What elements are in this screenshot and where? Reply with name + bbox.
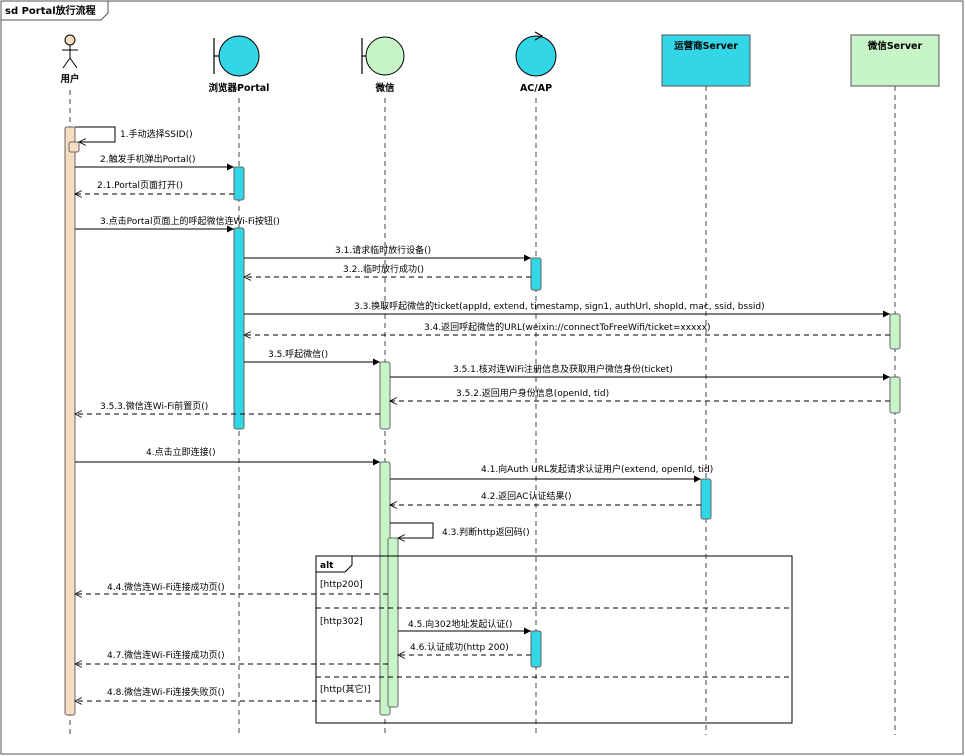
activation-user-self [68,141,80,153]
alt-frame [315,555,793,724]
participant-label: 浏览器Portal [209,82,270,94]
message-sync: 3.5.呼起微信() [244,348,380,366]
participant-label: 用户 [59,73,79,85]
message-label: 2.触发手机弹出Portal() [100,153,195,165]
participant-label: 微信 [374,82,395,94]
boundary-icon [361,36,405,76]
message-label: 3.5.1.核对连WiFi注册信息及获取用户微信身份(ticket) [453,363,673,375]
message-self: 4.3.判断http返回码() [390,522,530,538]
frame-title: sd Portal放行流程 [5,4,96,17]
message-sync: 4.5.向302地址发起认证() [398,618,531,635]
message-label: 3.4.返回呼起微信的URL(weixin://connectToFreeWif… [424,321,711,333]
activation-wechat-self [387,537,399,708]
message-label: 3.2..临时放行成功() [343,263,424,275]
message-reply: 3.5.2.返回用户身份信息(openId, tid) [390,387,890,401]
activation-operator [700,478,712,520]
alt-title: alt [320,561,334,571]
stick-figure-icon [62,34,78,69]
message-self: 1.手动选择SSID() [75,126,193,142]
alt-guard: [http(其它)] [320,683,371,695]
message-label: 3.5.2.返回用户身份信息(openId, tid) [456,387,609,399]
message-label: 4.2.返回AC认证结果() [481,490,571,502]
activation-portal [233,166,245,201]
message-sync: 4.点击立即连接() [75,446,380,466]
participant-box [850,34,940,87]
participant-label: AC/AP [520,83,552,94]
message-label: 3.5.3.微信连Wi-Fi前置页() [100,400,208,412]
alt-fragment: alt [http200] [http302] [http(其它)] [315,555,793,724]
participant-user: 用户 [59,34,80,85]
alt-guard: [http302] [320,617,363,627]
message-reply: 3.2..临时放行成功() [244,263,531,277]
message-sync: 3.3.换取呼起微信的ticket(appId, extend, timesta… [244,300,890,318]
participant-label: 微信Server [867,40,923,52]
boundary-icon [213,35,260,77]
message-label: 4.4.微信连Wi-Fi连接成功页() [107,581,225,593]
activation-acap [530,257,542,291]
participant-acap: AC/AP [515,31,557,94]
activations [64,126,901,716]
activation-acap [530,630,542,668]
participant-operator: 运营商Server [661,34,751,87]
message-label: 4.7.微信连Wi-Fi连接成功页() [107,649,225,661]
participant-wxserver: 微信Server [850,34,940,87]
participant-portal: 浏览器Portal [209,35,270,94]
message-reply: 4.4.微信连Wi-Fi连接成功页() [75,581,388,594]
message-reply: 4.8.微信连Wi-Fi连接失败页() [75,686,380,701]
participant-box [661,34,751,87]
activation-wechat [379,361,391,430]
message-reply: 4.7.微信连Wi-Fi连接成功页() [75,649,388,664]
message-sync: 4.1.向Auth URL发起请求认证用户(extend, openId, ti… [390,463,713,483]
message-label: 4.8.微信连Wi-Fi连接失败页() [107,686,225,698]
message-sync: 3.点击Portal页面上的呼起微信连Wi-Fi按钮() [75,215,280,233]
message-label: 4.6.认证成功(http 200) [410,641,509,653]
activation-wxserver [889,376,901,414]
participant-label: 运营商Server [674,40,738,52]
frame-title-tab [0,0,109,21]
message-sync: 3.5.1.核对连WiFi注册信息及获取用户微信身份(ticket) [390,363,890,381]
message-reply: 3.5.3.微信连Wi-Fi前置页() [75,400,380,414]
message-label: 3.1.请求临时放行设备() [335,244,431,256]
message-label: 3.5.呼起微信() [268,348,328,360]
alt-guard: [http200] [320,580,363,590]
activation-user [64,126,76,716]
message-label: 4.1.向Auth URL发起请求认证用户(extend, openId, ti… [481,463,713,475]
activation-portal [233,227,245,430]
message-reply: 2.1.Portal页面打开() [75,179,234,194]
message-sync: 3.1.请求临时放行设备() [244,244,531,262]
message-sync: 2.触发手机弹出Portal() [75,153,234,171]
message-label: 3.3.换取呼起微信的ticket(appId, extend, timesta… [354,300,765,312]
message-label: 4.点击立即连接() [146,446,216,458]
messages: 1.手动选择SSID() 2.触发手机弹出Portal() 2.1.Portal… [75,126,890,701]
participant-wechat: 微信 [361,36,405,94]
alt-title-tab [315,555,353,573]
message-label: 4.5.向302地址发起认证() [408,618,512,630]
message-label: 3.点击Portal页面上的呼起微信连Wi-Fi按钮() [100,215,280,227]
control-icon [515,31,557,77]
message-reply: 3.4.返回呼起微信的URL(weixin://connectToFreeWif… [244,321,890,335]
message-label: 2.1.Portal页面打开() [97,179,183,191]
message-label: 1.手动选择SSID() [120,128,193,140]
activation-wxserver [889,313,901,350]
message-reply: 4.6.认证成功(http 200) [398,641,531,655]
message-reply: 4.2.返回AC认证结果() [390,490,701,505]
message-label: 4.3.判断http返回码() [442,526,530,538]
